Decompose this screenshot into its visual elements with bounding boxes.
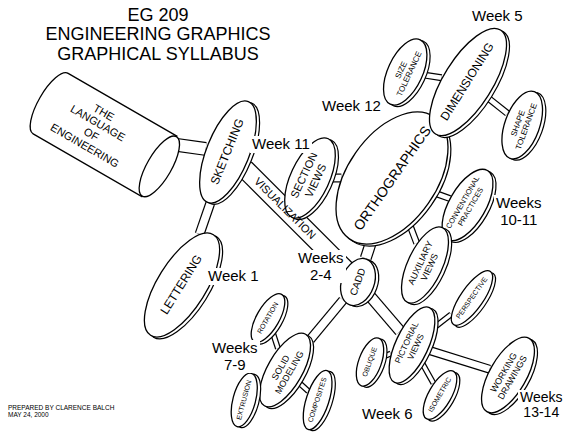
- text-line: Weeks: [298, 250, 344, 267]
- cylinder-face: [132, 131, 188, 203]
- shaft-body: [370, 296, 400, 331]
- text-line: 2-4: [298, 267, 344, 284]
- shaft-outline: [428, 350, 489, 369]
- disk-face: [226, 370, 262, 429]
- disk-face: [298, 367, 339, 432]
- text-line: Week 1: [208, 268, 259, 285]
- disk-node: EXTRUSION: [225, 370, 263, 431]
- shaft-outline: [370, 296, 400, 331]
- disk-node: OBLIQUE: [350, 333, 390, 390]
- cylinder-node: THE LANGUAGE OF ENGINEERING: [23, 67, 188, 203]
- disk-face: [374, 32, 435, 111]
- shaft: [200, 204, 211, 234]
- disk-node: SHAPE TOLERANCE: [493, 85, 552, 165]
- week-label: Weeks 7-9: [210, 340, 260, 373]
- week-label: Week 1: [206, 268, 261, 285]
- text-line: 10-11: [496, 212, 542, 229]
- week-label: Week 11: [250, 136, 312, 153]
- disk-face: [444, 265, 500, 331]
- shaft-body: [488, 98, 508, 114]
- disk-face: [351, 334, 390, 389]
- text-line: Weeks: [212, 340, 258, 357]
- shaft: [428, 350, 489, 369]
- week-label: Week 5: [470, 8, 525, 25]
- week-label: Week 12: [320, 98, 383, 115]
- text-line: 13-14: [520, 405, 563, 420]
- shaft: [488, 98, 508, 114]
- disk-node: ISOMETRIC: [416, 365, 465, 425]
- shaft-outline: [488, 98, 508, 114]
- disk-face: [380, 301, 444, 390]
- text-line: ENGINEERING GRAPHICS: [8, 25, 308, 44]
- text-line: GRAPHICAL SYLLABUS: [8, 45, 308, 64]
- author-note: PREPARED BY CLARENCE BALCH MAY 24, 2000: [6, 404, 116, 418]
- week-label: Week 6: [360, 406, 415, 423]
- disk-face: [245, 289, 292, 348]
- title: EG 209 ENGINEERING GRAPHICS GRAPHICAL SY…: [8, 6, 308, 64]
- shaft-outline: [200, 204, 211, 234]
- week-label: Weeks 13-14: [518, 390, 565, 421]
- disk-face: [392, 220, 458, 309]
- text-line: PREPARED BY CLARENCE BALCH: [8, 404, 114, 411]
- text-line: EG 209: [8, 6, 308, 25]
- text-line: Week 6: [362, 406, 413, 423]
- shaft: [370, 296, 400, 331]
- text-line: Weeks: [520, 390, 563, 405]
- text-line: 7-9: [212, 357, 258, 374]
- shaft-body: [428, 350, 489, 369]
- disk-node: PERSPECTIVE: [443, 264, 500, 332]
- week-label: Weeks 2-4: [296, 250, 346, 283]
- shaft-outline: [310, 300, 343, 339]
- text-line: Week 11: [252, 136, 310, 153]
- text-line: Week 5: [472, 8, 523, 25]
- shaft: [310, 300, 343, 339]
- disk-face: [417, 366, 464, 425]
- text-line: Week 12: [322, 98, 381, 115]
- shaft-body: [200, 204, 211, 234]
- text-line: MAY 24, 2000: [8, 411, 114, 418]
- shaft-body: [310, 300, 343, 339]
- week-label: Weeks 10-11: [494, 195, 544, 228]
- text-line: Weeks: [496, 195, 542, 212]
- disk-face: [130, 222, 234, 348]
- disk-face: [494, 86, 551, 165]
- disk-node: LETTERING: [129, 221, 235, 349]
